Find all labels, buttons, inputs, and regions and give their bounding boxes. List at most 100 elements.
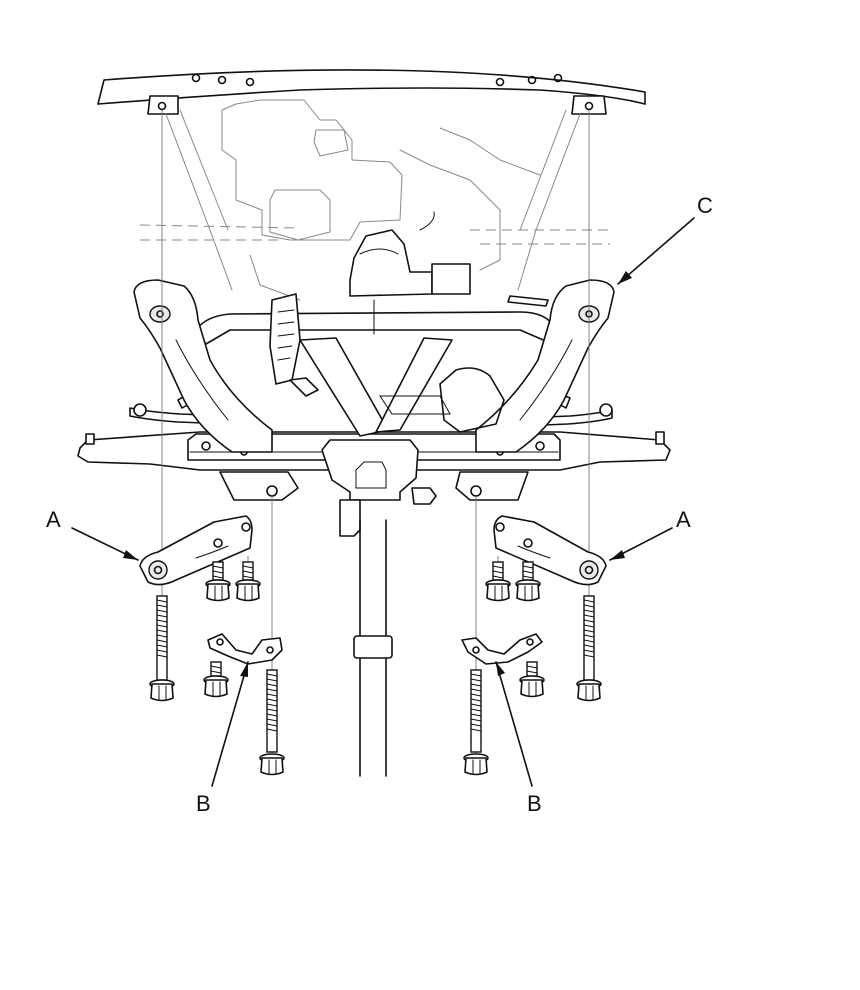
bracket-left-hole xyxy=(216,638,224,646)
body-hole xyxy=(217,75,227,85)
bolt-head xyxy=(150,683,174,702)
crossmember-stud-left xyxy=(85,433,95,445)
bolt-thread xyxy=(266,683,278,687)
exhaust-pipe xyxy=(353,519,393,777)
arrowhead-a-right xyxy=(610,550,625,560)
stiffener-plate-right-hole xyxy=(584,565,594,575)
bolt-thread xyxy=(470,723,482,727)
vehicle-underbody xyxy=(97,69,646,301)
bolt-thread xyxy=(470,713,482,717)
bolt-thread xyxy=(156,614,168,618)
stiffener-plate-right-body xyxy=(493,515,607,586)
oil-pan-outline xyxy=(269,189,331,241)
bolt-thread xyxy=(583,639,595,643)
bracket-right-hole xyxy=(472,646,480,654)
bolt-shaft xyxy=(156,595,168,681)
bracket-left xyxy=(207,633,283,665)
callout-b-left: B xyxy=(196,791,211,816)
rear-mount-hole-left xyxy=(156,310,164,318)
bolt-thread xyxy=(583,604,595,608)
short-bolt-left-1 xyxy=(205,561,231,602)
transmission-outline xyxy=(399,149,501,271)
member-hole xyxy=(535,441,545,451)
bolt-thread xyxy=(242,575,254,579)
bolt-head xyxy=(204,679,228,698)
bolt-thread xyxy=(522,570,534,574)
stiffener-plate-left-hole xyxy=(241,522,251,532)
bolt-thread xyxy=(266,688,278,692)
bolt-thread xyxy=(266,693,278,697)
bolt-head xyxy=(520,679,544,698)
frame-rail-right-inner xyxy=(519,109,567,231)
bolt-thread xyxy=(242,565,254,569)
stiffener-plate-left-body xyxy=(139,515,253,586)
bolt-head xyxy=(516,583,540,602)
engine-mount-hose xyxy=(419,211,435,231)
mount-connector xyxy=(411,487,437,505)
bolt-thread xyxy=(583,609,595,613)
bolt-thread xyxy=(470,683,482,687)
bolt-thread xyxy=(583,634,595,638)
bolt-thread xyxy=(470,698,482,702)
ghost-line xyxy=(249,254,301,301)
bolt-thread xyxy=(583,629,595,633)
side-member-left xyxy=(133,279,273,453)
bolt-thread xyxy=(583,654,595,658)
arrowhead-c xyxy=(618,271,632,284)
engine-mount-ridge xyxy=(359,248,399,255)
bracket-right-hole xyxy=(526,638,534,646)
bolt-head xyxy=(464,757,488,776)
bolt-thread xyxy=(526,670,538,674)
bolt-thread xyxy=(492,570,504,574)
long-bolt-b-left xyxy=(259,669,285,776)
bolt-thread xyxy=(242,570,254,574)
bolt-thread xyxy=(522,575,534,579)
body-floor-outline xyxy=(97,69,646,105)
bolt-thread xyxy=(470,693,482,697)
rear-mount-insulator xyxy=(355,461,387,489)
bolt-shaft xyxy=(583,595,595,681)
bolt-thread xyxy=(470,703,482,707)
bracket-left-hole xyxy=(266,646,274,654)
stiffener-plate-right-rib xyxy=(517,545,551,559)
body-hole xyxy=(527,75,537,85)
transmission-case xyxy=(439,367,505,433)
bolt-thread xyxy=(470,688,482,692)
bolt-thread xyxy=(470,718,482,722)
bolt-head xyxy=(206,583,230,602)
lower-arm-pivot-left xyxy=(219,471,299,501)
arrowhead-b-left xyxy=(240,662,248,677)
bolt-thread xyxy=(470,728,482,732)
frame-rail-left-inner xyxy=(179,109,229,231)
body-mount-hole-left xyxy=(157,101,167,111)
bolt-thread xyxy=(156,634,168,638)
bolt-thread xyxy=(492,575,504,579)
bolt-thread xyxy=(156,619,168,623)
bolt-thread xyxy=(583,614,595,618)
exhaust-flange xyxy=(353,635,393,659)
stiffener-plate-right-bushing xyxy=(579,560,599,580)
diagonal-brace-right xyxy=(375,337,453,433)
bolt-thread xyxy=(156,599,168,603)
frame-rail-right xyxy=(517,113,581,291)
rear-mount-bushing-left xyxy=(149,305,171,323)
bolt-thread xyxy=(156,609,168,613)
frame-rail-left xyxy=(165,113,233,291)
bolt-thread xyxy=(156,604,168,608)
bolt-head xyxy=(577,683,601,702)
side-member-right-edge xyxy=(519,339,573,421)
transmission-plate xyxy=(379,395,451,415)
bolt-thread xyxy=(583,599,595,603)
bolt-thread xyxy=(583,649,595,653)
lower-arm-pivot-right xyxy=(455,471,529,501)
bolt-thread xyxy=(156,644,168,648)
stiffener-plate-left-hole xyxy=(213,538,223,548)
body-floor-edge xyxy=(97,87,646,105)
callout-a-left: A xyxy=(46,507,61,532)
engine-mount-block xyxy=(431,263,471,295)
bracket-left-body xyxy=(207,633,283,665)
leader-b-left xyxy=(211,661,249,787)
bolt-thread xyxy=(470,678,482,682)
